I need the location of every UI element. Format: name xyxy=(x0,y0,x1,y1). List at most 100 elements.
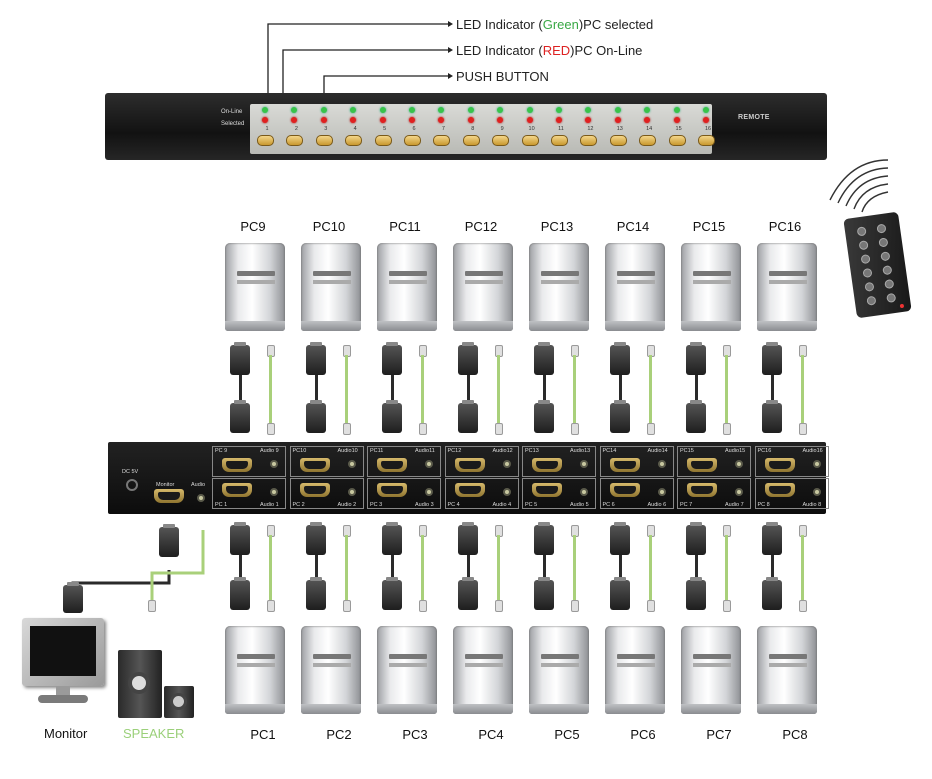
pc-label: PC4 xyxy=(478,727,504,742)
pc-label: PC2 xyxy=(326,727,352,742)
speaker-main xyxy=(118,650,162,718)
port-number-label: 1 xyxy=(265,126,269,132)
port-pc-label: PC 9 xyxy=(215,448,228,454)
vga-plug-icon xyxy=(306,577,326,610)
audio-jack xyxy=(812,460,821,468)
audio-cable xyxy=(649,355,652,423)
push-button-2[interactable] xyxy=(286,135,304,146)
push-button-15[interactable] xyxy=(668,135,686,146)
vga-plug-icon xyxy=(306,342,326,375)
push-button-8[interactable] xyxy=(462,135,480,146)
port-number-label: 5 xyxy=(383,126,387,132)
pc-port-group xyxy=(677,446,751,477)
monitor-base xyxy=(38,695,88,703)
push-button-1[interactable] xyxy=(257,135,274,146)
monitor-plug-top xyxy=(159,524,179,557)
vga-plug-icon xyxy=(686,342,706,375)
vga-port xyxy=(377,458,407,472)
port-audio-label: Audio 7 xyxy=(725,502,744,508)
port-number-label: 9 xyxy=(500,126,504,132)
led-green-9 xyxy=(497,107,504,113)
callout-led-red: LED Indicator (RED)PC On-Line xyxy=(456,43,642,58)
vga-port xyxy=(687,483,717,497)
vga-plug-icon xyxy=(458,577,478,610)
led-red-7 xyxy=(438,117,445,123)
vga-cable xyxy=(239,555,242,580)
push-button-14[interactable] xyxy=(639,135,657,146)
vga-plug-icon xyxy=(382,522,402,555)
audio-plug-icon xyxy=(267,423,275,435)
vga-cable xyxy=(315,555,318,580)
vga-cable xyxy=(771,375,774,403)
vga-plug-icon xyxy=(762,342,782,375)
pc-tower xyxy=(605,626,665,714)
led-green-4 xyxy=(350,107,357,113)
push-button-5[interactable] xyxy=(374,135,392,146)
port-audio-label: Audio 2 xyxy=(337,502,357,508)
led-red-12 xyxy=(585,117,592,123)
led-red-13 xyxy=(614,117,621,123)
remote-signal-waves xyxy=(829,159,889,213)
port-audio-label: Audio16 xyxy=(802,448,823,454)
pc-port-group xyxy=(289,478,364,509)
pc-port-group xyxy=(599,478,674,509)
port-pc-label: PC 2 xyxy=(292,502,305,508)
pc-label: PC7 xyxy=(706,727,732,742)
vga-port xyxy=(222,458,252,472)
led-green-12 xyxy=(585,107,592,113)
pc-port-group xyxy=(444,478,519,509)
speaker-sub xyxy=(164,686,194,718)
audio-cable xyxy=(421,535,424,600)
vga-plug-icon xyxy=(382,400,402,433)
pc-port-group xyxy=(212,478,286,509)
push-button-6[interactable] xyxy=(404,135,421,146)
pc-tower xyxy=(529,626,589,714)
vga-port xyxy=(764,458,795,472)
callout-highlight-green: Green xyxy=(542,17,579,32)
port-pc-label: PC 3 xyxy=(370,502,383,508)
vga-plug-icon xyxy=(762,522,782,555)
push-button-13[interactable] xyxy=(609,135,627,146)
pc-port-group xyxy=(599,446,674,477)
vga-plug-icon xyxy=(534,522,554,555)
pc-tower xyxy=(377,626,437,714)
pc-label: PC9 xyxy=(240,219,266,234)
audio-cable xyxy=(269,355,272,423)
vga-port xyxy=(454,483,485,497)
audio-plug-icon xyxy=(571,423,579,435)
dc-jack xyxy=(126,479,138,491)
port-number-label: 2 xyxy=(294,126,298,132)
audio-cable xyxy=(497,535,500,600)
audio-cable xyxy=(345,355,348,423)
audio-jack xyxy=(502,488,511,496)
pc-label: PC10 xyxy=(312,219,346,234)
vga-port xyxy=(299,458,330,472)
port-audio-label: Audio15 xyxy=(725,448,746,454)
push-button-9[interactable] xyxy=(492,135,510,146)
led-green-3 xyxy=(320,107,327,113)
audio-jack xyxy=(425,460,433,468)
audio-jack xyxy=(657,460,666,468)
led-red-14 xyxy=(644,117,651,123)
audio-jack xyxy=(425,488,433,496)
vga-cable xyxy=(239,375,242,403)
push-button-11[interactable] xyxy=(551,135,568,146)
push-button-4[interactable] xyxy=(345,135,363,146)
led-red-3 xyxy=(320,117,327,123)
port-audio-label: Audio11 xyxy=(415,448,435,454)
push-button-10[interactable] xyxy=(521,135,539,146)
vga-port xyxy=(609,483,640,497)
push-button-16[interactable] xyxy=(698,135,715,146)
audio-plug-icon xyxy=(495,600,503,612)
push-button-7[interactable] xyxy=(433,135,451,146)
push-button-3[interactable] xyxy=(315,135,333,146)
port-number-label: 16 xyxy=(704,126,712,132)
vga-cable xyxy=(695,375,698,403)
audio-jack xyxy=(580,488,588,496)
audio-plug-icon xyxy=(799,600,807,612)
audio-cable xyxy=(497,355,500,423)
audio-cable xyxy=(573,535,576,600)
push-button-12[interactable] xyxy=(580,135,598,146)
vga-plug-icon xyxy=(382,577,402,610)
